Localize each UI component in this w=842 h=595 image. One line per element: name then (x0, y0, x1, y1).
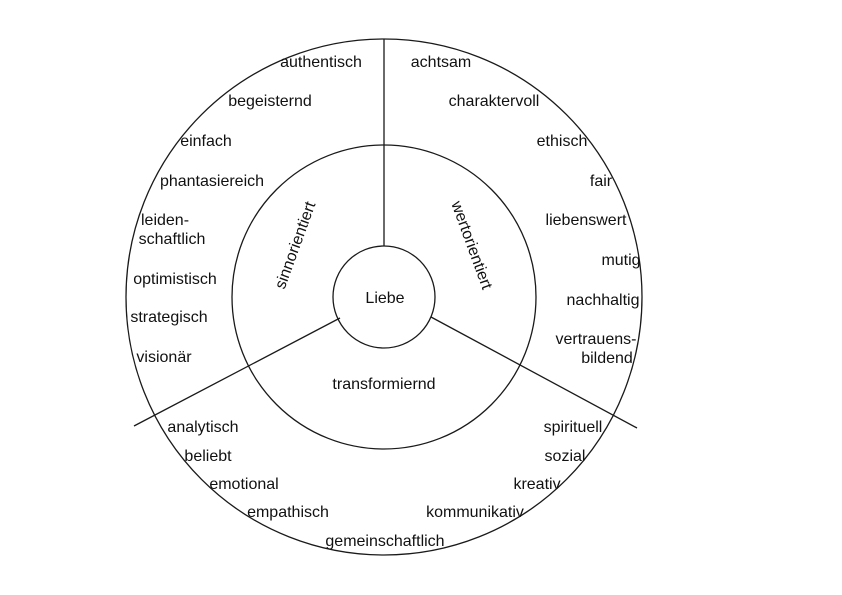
word-authentisch: authentisch (280, 54, 362, 71)
word-gemeinschaftlich: gemeinschaftlich (325, 533, 444, 550)
word-beliebt: beliebt (184, 448, 232, 465)
segment-label-bottom: transformiernd (332, 376, 435, 393)
segment-label-left: sinnorientiert (272, 199, 319, 291)
word-strategisch: strategisch (130, 309, 207, 326)
word-emotional: emotional (209, 476, 278, 493)
word-bildend: bildend (581, 350, 633, 367)
word-spirituell: spirituell (544, 419, 603, 436)
word-kreativ: kreativ (513, 476, 560, 493)
divider-right (430, 316, 638, 429)
word-begeisternd: begeisternd (228, 93, 312, 110)
word-kommunikativ: kommunikativ (426, 504, 524, 521)
word-einfach: einfach (180, 133, 232, 150)
word-nachhaltig: nachhaltig (567, 292, 640, 309)
center-label: Liebe (365, 290, 404, 307)
word-sozial: sozial (545, 448, 586, 465)
word-optimistisch: optimistisch (133, 271, 217, 288)
word-achtsam: achtsam (411, 54, 471, 71)
word-empathisch: empathisch (247, 504, 329, 521)
word-leiden: leiden- (141, 212, 189, 229)
word-vertrauens: vertrauens- (556, 331, 637, 348)
segment-label-right: wertorientiert (447, 198, 495, 292)
word-fair: fair (590, 173, 613, 190)
word-charaktervoll: charaktervoll (449, 93, 540, 110)
word-visionaer: visionär (136, 349, 192, 366)
word-schaftlich: schaftlich (139, 231, 206, 248)
word-phantasiereich: phantasiereich (160, 173, 264, 190)
divider-left (133, 317, 341, 427)
word-mutig: mutig (601, 252, 640, 269)
word-ethisch: ethisch (537, 133, 588, 150)
word-analytisch: analytisch (167, 419, 238, 436)
word-liebenswert: liebenswert (546, 212, 627, 229)
